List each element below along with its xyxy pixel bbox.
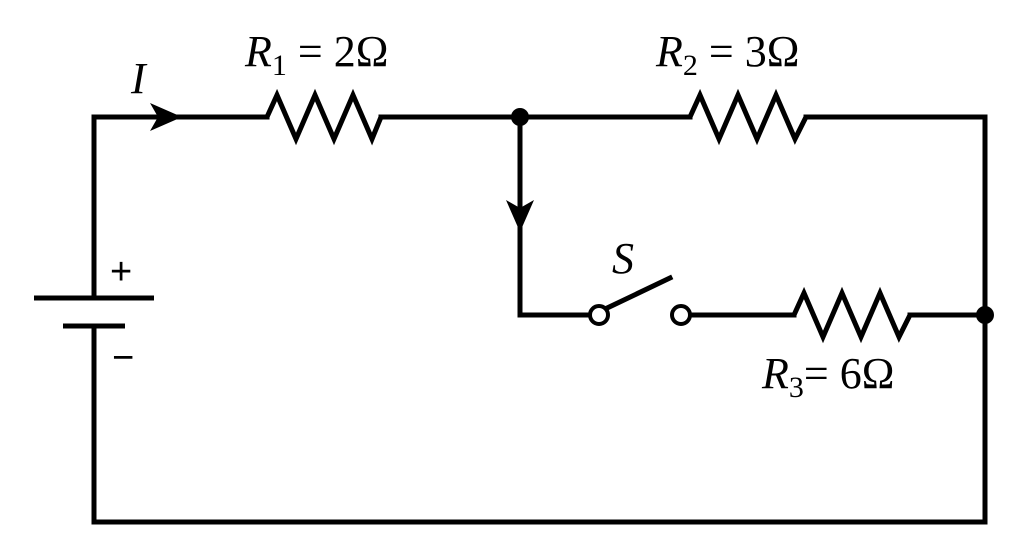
resistor-r2	[687, 88, 809, 146]
switch-blade	[601, 274, 674, 313]
resistor-r3-label: R3= 6Ω	[761, 349, 894, 404]
wire-top-right	[91, 114, 988, 525]
junction-node-right	[976, 306, 994, 324]
battery-plus-sign: +	[110, 251, 132, 293]
wire-top-left	[91, 114, 270, 301]
resistor-r1	[264, 88, 384, 146]
current-label: I	[130, 54, 148, 103]
resistor-r2-label: R2 = 3Ω	[655, 27, 799, 82]
current-arrow-right	[150, 103, 182, 131]
switch-terminal-left	[588, 304, 610, 326]
battery-minus-sign: −	[112, 337, 134, 379]
junction-node-top	[511, 108, 529, 126]
resistor-r1-label: R1 = 2Ω	[244, 27, 388, 82]
resistor-r3	[791, 286, 913, 344]
switch-label: S	[612, 234, 634, 283]
wire-branch-down	[517, 114, 593, 318]
current-arrow-down	[506, 200, 534, 232]
switch-terminal-right	[670, 304, 692, 326]
